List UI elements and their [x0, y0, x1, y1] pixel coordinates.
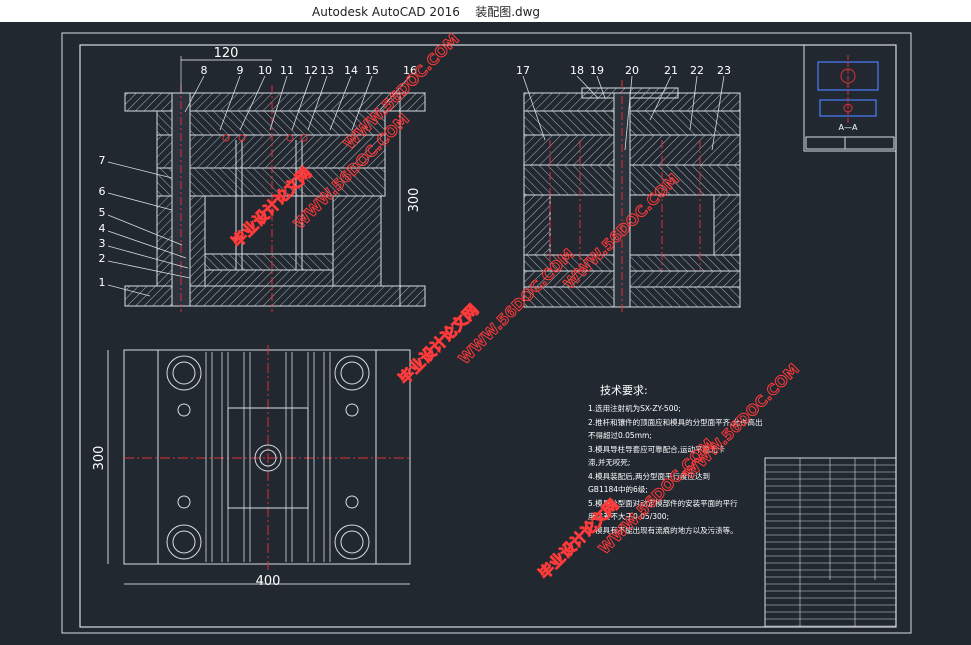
drawing-canvas[interactable]: 120 300 8 9 10 11 12 13 14 15 16 7 6 5 4…: [0, 22, 971, 641]
file-name: 装配图.dwg: [475, 5, 541, 19]
part-number: 2: [99, 252, 106, 265]
side-section-view: 17 18 19 20 21 22 23: [516, 64, 741, 312]
part-number: 17: [516, 64, 530, 77]
part-number: 19: [590, 64, 604, 77]
note-line: 1.选用注射机为SX-ZY-500;: [588, 403, 681, 413]
front-section-view: 120 300 8 9 10 11 12 13 14 15 16 7 6 5 4…: [99, 46, 426, 312]
part-number: 1: [99, 276, 106, 289]
part-number: 12: [304, 64, 318, 77]
dim-front-height: 300: [407, 188, 422, 213]
part-number: 11: [280, 64, 294, 77]
section-label: A—A: [839, 123, 858, 132]
part-number: 20: [625, 64, 639, 77]
note-line: 2.推杆和镶件的顶面应和模具的分型面平齐,允许高出: [588, 417, 763, 427]
dim-top-width: 120: [214, 46, 239, 61]
drawing-svg: 120 300 8 9 10 11 12 13 14 15 16 7 6 5 4…: [61, 30, 912, 634]
part-number: 18: [570, 64, 584, 77]
part-number: 7: [99, 154, 106, 167]
note-line: 不得超过0.05mm;: [588, 430, 652, 440]
part-number: 4: [99, 222, 106, 235]
part-number: 13: [320, 64, 334, 77]
part-number: 14: [344, 64, 358, 77]
part-number: 15: [365, 64, 379, 77]
section-a-a-detail: A—A: [803, 44, 897, 152]
notes-title: 技术要求:: [600, 384, 648, 397]
technical-notes: 技术要求: 1.选用注射机为SX-ZY-500; 2.推杆和镶件的顶面应和模具的…: [588, 384, 763, 535]
app-title: Autodesk AutoCAD 2016: [312, 5, 460, 19]
watermark-url: WWW.56DOC.COM: [340, 30, 463, 153]
note-line: 度误差不大于0.05/300;: [588, 511, 669, 521]
title-bar: Autodesk AutoCAD 2016 装配图.dwg: [0, 0, 971, 22]
plan-view: 400 300: [92, 345, 411, 589]
window-title: Autodesk AutoCAD 2016 装配图.dwg: [312, 3, 540, 20]
note-line: 滞,并无咬死;: [588, 457, 630, 467]
note-line: 3.模具导柱导套应可靠配合,运动平稳无卡: [588, 444, 726, 454]
part-number: 16: [403, 64, 417, 77]
note-line: 4.模具装配后,两分型面平行度应达到: [588, 471, 710, 481]
outer-frame: [61, 32, 912, 634]
note-line: GB1184中的6级;: [588, 484, 648, 494]
dim-plan-width: 400: [256, 574, 281, 589]
part-number: 21: [664, 64, 678, 77]
dim-plan-height: 300: [92, 446, 107, 471]
part-number: 6: [99, 185, 106, 198]
title-block: [764, 457, 897, 628]
part-number: 8: [201, 64, 208, 77]
part-number: 3: [99, 237, 106, 250]
part-number: 9: [237, 64, 244, 77]
part-number: 23: [717, 64, 731, 77]
note-line: 6.模具有不能出现有流痕的地方以及污渍等。: [588, 525, 738, 535]
part-number: 22: [690, 64, 704, 77]
part-number: 5: [99, 206, 106, 219]
note-line: 5.模具分型面对动定模部件的安装平面的平行: [588, 498, 738, 508]
inner-frame: [79, 44, 897, 628]
part-number: 10: [258, 64, 272, 77]
